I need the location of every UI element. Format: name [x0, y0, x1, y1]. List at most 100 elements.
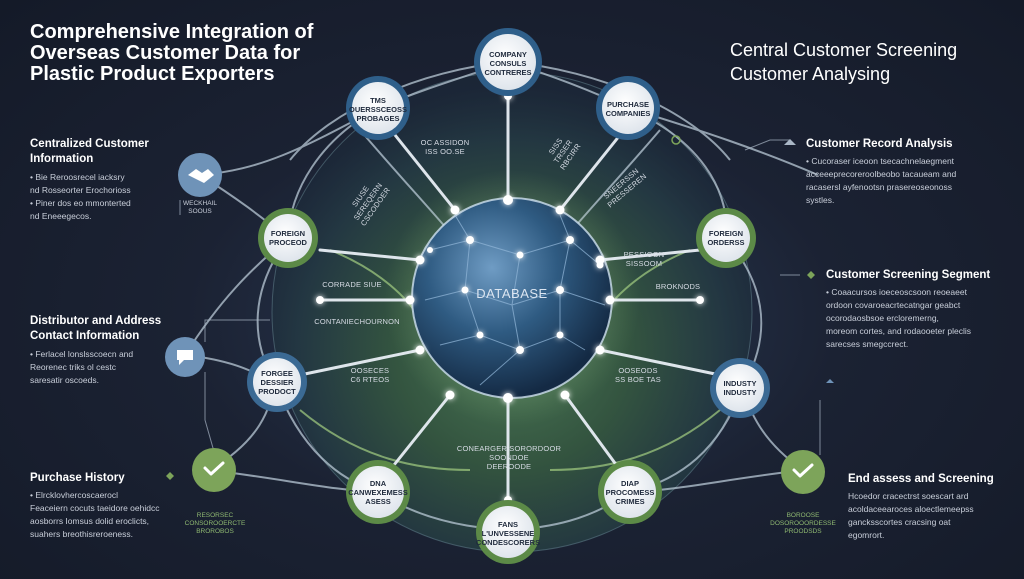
float-text: SISSOOM — [625, 259, 663, 268]
node-text: DIAP — [621, 479, 639, 488]
float-text: SS BOE TAS — [615, 375, 661, 384]
node-company — [474, 28, 542, 96]
float-label: CORRADE SIUE — [312, 280, 392, 289]
float-text: PESSIGON — [623, 250, 665, 259]
float-label: CONEARGER SORORDOOR SOONDOE DEEROODE — [454, 444, 564, 471]
node-text: INDUSTY — [723, 379, 757, 388]
section-record-analysis: Customer Record Analysis • Cucoraser ice… — [806, 137, 1006, 207]
float-text: OOSEODS — [618, 366, 658, 375]
globe-dots — [316, 92, 704, 504]
float-text: DEEROODE — [486, 462, 532, 471]
node-label-forgee: FORGEE DESSIER PRODOCT — [251, 369, 303, 396]
float-text: ISS OO.SE — [425, 147, 465, 156]
page-subtitle: Central Customer Screening Customer Anal… — [730, 38, 1010, 86]
node-text: COMPANIES — [605, 109, 651, 118]
section-body: • Ferlacel lonslsscoecn and Reorenec tri… — [30, 348, 180, 387]
node-text: FANS — [497, 520, 518, 529]
heading-line: Purchase History — [30, 472, 125, 484]
float-label: BROKNODS — [648, 282, 708, 291]
heading-line: End assess and Screening — [848, 473, 994, 485]
float-label: OOSEODS SS BOE TAS — [606, 366, 670, 384]
node-text: CONDESCORERS — [475, 538, 541, 547]
node-industry — [710, 358, 770, 418]
node-label-industry: INDUSTY INDUSTY — [714, 379, 766, 397]
heading-line: Contact Information — [30, 330, 140, 342]
node-text: FOREIGN — [270, 229, 306, 238]
body-line: Reorenec triks ol cestc — [30, 362, 116, 372]
body-line: nd Rosseorter Erochorioss — [30, 185, 131, 195]
body-line: aosborrs Iomsus dolid eroclicts, — [30, 516, 150, 526]
node-foreign-left — [258, 208, 318, 268]
body-line: Hcoedor cracectrst soescart ard — [848, 491, 969, 501]
node-text: COMPANY — [489, 50, 527, 59]
node-label-foreign-left: FOREIGN PROCEOD — [262, 229, 314, 247]
float-text: BROKNODS — [655, 282, 701, 291]
node-text: CRIMES — [615, 497, 645, 506]
node-label-company: COMPANY CONSULS CONTRERES — [478, 50, 538, 77]
body-line: • Piner dos eo mmonterted — [30, 198, 131, 208]
section-heading: Centralized Customer Information — [30, 137, 180, 167]
float-text: CONEARGER SORORDOOR — [456, 444, 562, 453]
section-body: • Cucoraser iceoon tsecachnelaegment acc… — [806, 155, 1006, 207]
section-body: • Coaacursos ioeceoscsoon reoeaeet ordoo… — [826, 286, 1016, 351]
title-line: Overseas Customer Data for — [30, 42, 301, 64]
node-text: PROCOMESS — [605, 488, 655, 497]
body-line: nd Eneeegecos. — [30, 211, 92, 221]
node-text: PROCEOD — [269, 238, 307, 247]
body-line: sarecses smegccrect. — [826, 339, 909, 349]
float-text: OOSECES — [350, 366, 390, 375]
database-label: DATABASE — [476, 286, 548, 301]
float-label: CONTANIECHOURNON — [312, 317, 402, 326]
caption-line: CONSOROOERCTE — [184, 520, 246, 527]
node-label-tms: TMS OUERSSCEOSS PROBAGES — [346, 96, 410, 123]
node-text: L'UNVESSENE — [481, 529, 535, 538]
node-fans — [476, 500, 540, 564]
node-text: CONTRERES — [484, 68, 532, 77]
caption-line: BROROBOS — [196, 528, 234, 535]
node-text: DESSIER — [260, 378, 294, 387]
body-line: racasersl ayfenootsn prasereoseonoss — [806, 182, 952, 192]
icon-caption: BOROOSE DOSOROOORDESSE PROODSDS — [768, 512, 838, 536]
small-markers — [166, 135, 834, 480]
heading-line: Customer Screening Segment — [826, 269, 991, 281]
section-body: Hcoedor cracectrst soescart ard acoldace… — [848, 490, 1018, 542]
body-line: • Coaacursos ioeceoscsoon reoeaeet — [826, 287, 967, 297]
body-line: suahers breothisreroeness. — [30, 529, 134, 539]
heading-line: Centralized Customer — [30, 138, 149, 150]
node-dna-left — [346, 460, 410, 524]
node-text: ASESS — [365, 497, 391, 506]
body-line: ordoon covaroeacrtecatngar geabct — [826, 300, 961, 310]
spokes — [298, 94, 722, 502]
caption-line: RESORSEC — [196, 512, 234, 519]
dot-marker — [671, 135, 681, 145]
float-text: CONTANIECHOURNON — [314, 317, 400, 326]
database-globe — [412, 198, 612, 398]
body-line: gancksscortes cracsing oat — [848, 517, 951, 527]
body-line: ocorodaosbsoe ercloremerng, — [826, 313, 939, 323]
node-tms — [346, 76, 410, 140]
section-purchase-history: Purchase History • Elrcklovhercoscaerocl… — [30, 471, 190, 541]
node-text: FORGEE — [261, 369, 293, 378]
node-label-dna-right: DIAP PROCOMESS CRIMES — [600, 479, 660, 506]
node-text: TMS — [370, 96, 386, 105]
section-distributor-info: Distributor and Address Contact Informat… — [30, 314, 180, 387]
node-text: FOREIGN — [708, 229, 744, 238]
node-text: PRODOCT — [258, 387, 296, 396]
body-line: • Cucoraser iceoon tsecachnelaegment — [806, 156, 955, 166]
section-heading: Customer Screening Segment — [826, 268, 1016, 283]
subtitle-line: Customer Analysing — [730, 64, 891, 84]
section-heading: Customer Record Analysis — [806, 137, 1006, 152]
node-text: CANWEXEMESS — [348, 488, 408, 497]
caption-line: WECKHAIL — [183, 200, 217, 207]
body-line: acoldaceearoces aloectlemeepss — [848, 504, 974, 514]
node-label-foreign-right: FOREIGN ORDERSS — [700, 229, 752, 247]
title-line: Plastic Product Exporters — [30, 63, 275, 85]
body-line: • Elrcklovhercoscaerocl — [30, 490, 119, 500]
node-label-purchase: PURCHASE COMPANIES — [598, 100, 658, 118]
subtitle-line: Central Customer Screening — [730, 40, 958, 60]
heading-line: Distributor and Address — [30, 315, 162, 327]
float-label: PESSIGON SISSOOM — [612, 250, 676, 268]
icon-caption: WECKHAIL SOOUS — [172, 200, 228, 216]
caption-line: SOOUS — [188, 208, 212, 215]
